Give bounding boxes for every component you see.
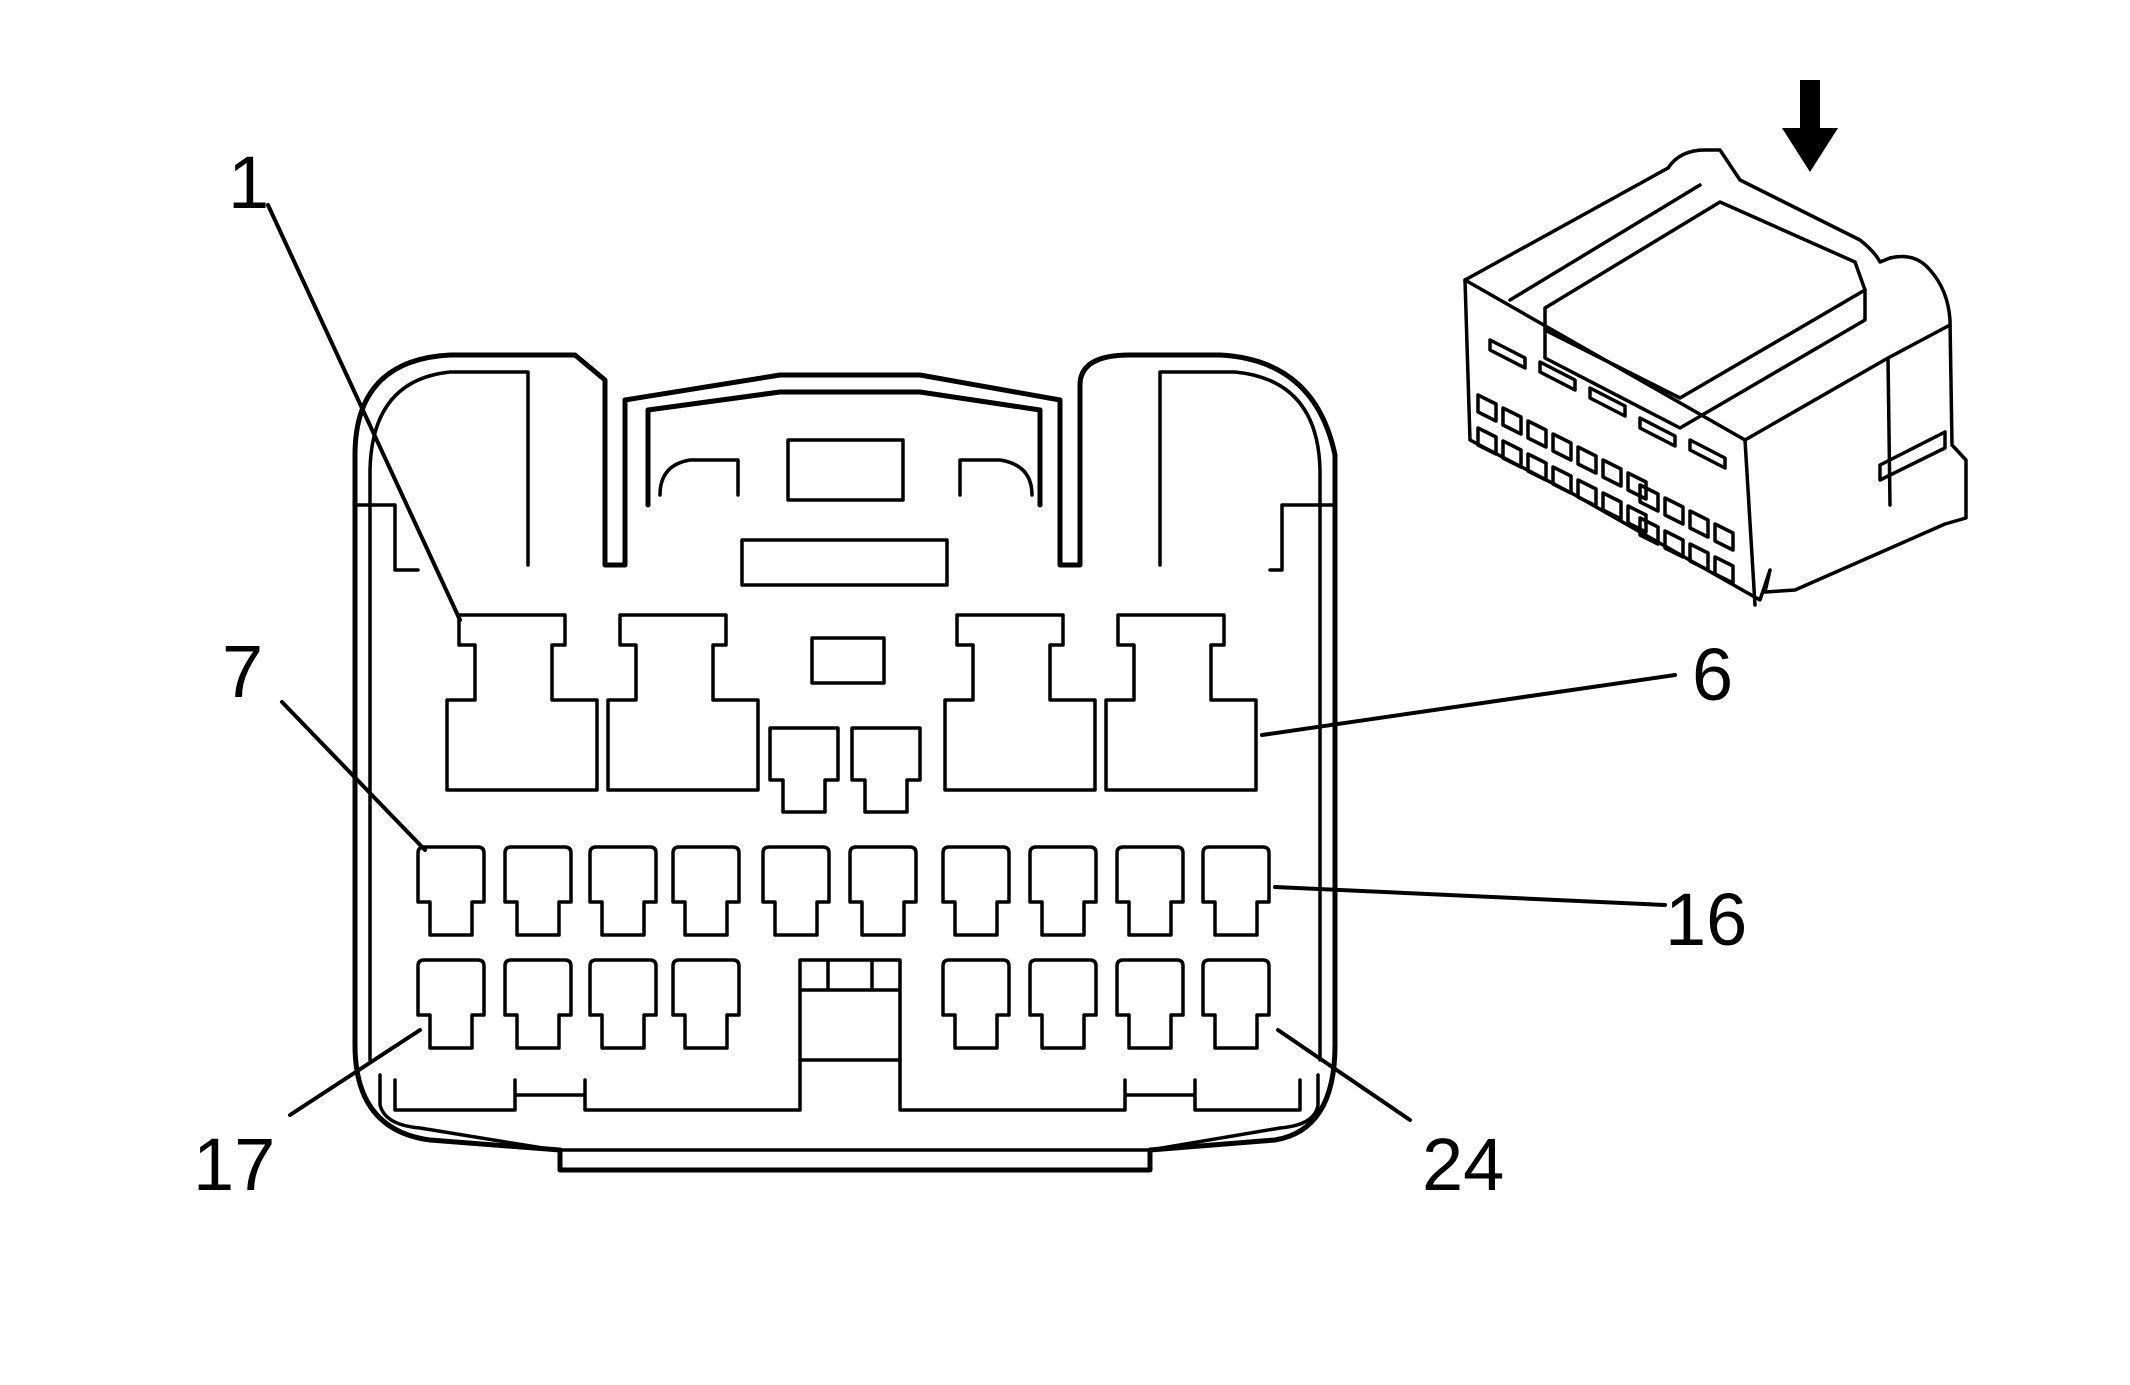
- pin-label-7: 7: [222, 630, 263, 713]
- leader-16: [1273, 885, 1667, 907]
- iso-front-face: [1463, 278, 1747, 442]
- center-key: [798, 958, 902, 1062]
- connector-face: [352, 352, 1338, 1173]
- pin-cavity-top: [941, 845, 1011, 937]
- iso-pin-cavity: [1663, 529, 1685, 559]
- bottom-rail-right: [898, 1058, 1302, 1112]
- iso-pin-cavity: [1601, 458, 1623, 488]
- center-window: [810, 636, 886, 685]
- iso-pin-cavity: [1526, 419, 1548, 449]
- latch-center-block: [786, 438, 905, 502]
- large-cavity: [606, 613, 760, 792]
- step-right: [1268, 503, 1337, 572]
- large-cavity-group: [445, 613, 1258, 792]
- pin-cavity-bottom: [1028, 958, 1098, 1050]
- pin-cavity-top: [503, 845, 573, 937]
- latch-hump-right: [958, 458, 1034, 497]
- iso-pin-cavity: [1551, 465, 1573, 495]
- iso-latch-slot: [1638, 416, 1677, 448]
- leader-1: [266, 203, 462, 622]
- pin-cavity-bottom: [1115, 958, 1185, 1050]
- twin-cavity: [850, 726, 922, 814]
- iso-side-slot: [1878, 430, 1947, 482]
- housing-inner-left: [368, 370, 530, 1062]
- pin-cavity-top: [416, 845, 486, 937]
- bottom-rail-left: [393, 1058, 802, 1112]
- iso-pin-cavity: [1576, 445, 1598, 475]
- iso-pin-cavity: [1626, 504, 1648, 534]
- leader-24: [1276, 1028, 1412, 1122]
- pin-label-6: 6: [1692, 633, 1733, 716]
- iso-cavity-group: [1476, 338, 1735, 585]
- pin-cavity-bottom: [503, 958, 573, 1050]
- latch: [645, 389, 1043, 508]
- pin-cavity-bottom: [416, 958, 486, 1050]
- iso-pin-cavity: [1476, 426, 1498, 456]
- top-row-cavities: [416, 845, 1271, 937]
- housing-outline: [352, 352, 1338, 1173]
- iso-pin-cavity: [1688, 542, 1710, 572]
- iso-pin-cavity: [1638, 516, 1660, 546]
- pin-cavity-top: [1115, 845, 1185, 937]
- iso-pin-cavity: [1501, 406, 1523, 436]
- iso-pin-cavity: [1713, 522, 1735, 552]
- iso-pin-cavity: [1626, 471, 1648, 501]
- pin-labels: 1 6 7 16 17 24: [193, 141, 1747, 1206]
- large-cavity: [1104, 613, 1258, 792]
- pin-cavity-top: [671, 845, 741, 937]
- pin-cavity-top: [1028, 845, 1098, 937]
- housing-inner-right: [1158, 370, 1322, 1062]
- twin-cavity: [768, 726, 840, 814]
- leader-6: [1260, 673, 1677, 737]
- iso-pin-cavity: [1576, 478, 1598, 508]
- iso-pin-cavity: [1501, 439, 1523, 469]
- iso-top-plate: [1543, 200, 1867, 400]
- bottom-row-cavities: [416, 958, 1271, 1050]
- bottom-skirt: [378, 1073, 1320, 1152]
- iso-pin-cavity: [1551, 432, 1573, 462]
- iso-right-face: [1743, 323, 1952, 607]
- connector-isometric-view: [1463, 80, 1968, 607]
- pin-label-17: 17: [193, 1123, 275, 1206]
- pin-label-16: 16: [1665, 878, 1747, 961]
- iso-pin-cavity: [1638, 483, 1660, 513]
- iso-latch-slot: [1538, 360, 1577, 392]
- step-left: [353, 503, 420, 572]
- top-slot: [740, 538, 949, 587]
- iso-pin-cavity: [1476, 393, 1498, 423]
- leader-17: [288, 1028, 422, 1117]
- pin-cavity-bottom: [941, 958, 1011, 1050]
- leader-lines: [266, 203, 1677, 1122]
- latch-hump-left: [658, 458, 740, 497]
- iso-pin-cavity: [1601, 491, 1623, 521]
- pin-label-24: 24: [1422, 1123, 1504, 1206]
- iso-pin-cavity: [1663, 496, 1685, 526]
- iso-body: [1463, 148, 1968, 602]
- iso-pin-cavity: [1688, 509, 1710, 539]
- pin-cavity-bottom: [671, 958, 741, 1050]
- iso-latch-slot: [1588, 386, 1627, 418]
- iso-top-ridge: [1508, 183, 1867, 430]
- iso-latch-slot: [1688, 438, 1727, 470]
- pin-label-1: 1: [228, 141, 269, 224]
- pin-cavity-top: [848, 845, 918, 937]
- pin-cavity-top: [1201, 845, 1271, 937]
- pin-cavity-bottom: [1201, 958, 1271, 1050]
- twin-cavity-group: [768, 726, 922, 814]
- down-arrow-icon: [1782, 80, 1838, 172]
- leader-7: [280, 700, 427, 852]
- iso-pin-cavity: [1713, 555, 1735, 585]
- pin-cavity-top: [588, 845, 658, 937]
- pin-cavity-bottom: [588, 958, 658, 1050]
- large-cavity: [445, 613, 599, 792]
- iso-pin-cavity: [1526, 452, 1548, 482]
- pin-cavity-top: [761, 845, 831, 937]
- iso-latch-slot: [1488, 338, 1527, 370]
- large-cavity: [943, 613, 1097, 792]
